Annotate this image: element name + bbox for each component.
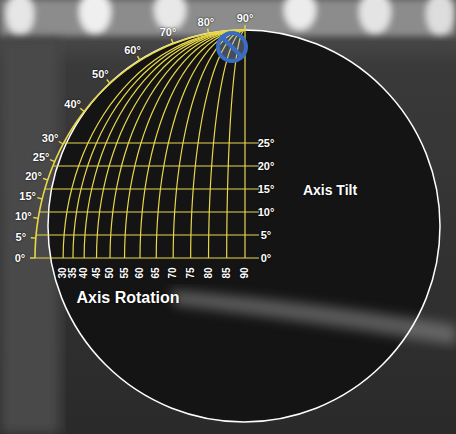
tilt-line [53,165,259,166]
tilt-line [45,188,259,189]
arc-tick [33,217,38,219]
arc-angle-label: 30° [42,133,59,144]
rotation-line [73,30,245,258]
ball-disc [48,30,440,422]
rotation-value-label: 85 [222,267,232,278]
arc-tick [244,25,245,30]
arc-angle-label: 0° [15,253,26,264]
rotation-value-label: 70 [168,267,178,278]
rotation-line [63,30,245,258]
tilt-value-label: 25° [258,138,275,149]
arc-tick [171,39,173,44]
arc-tick [43,178,48,180]
rotation-value-label: 40 [79,267,89,278]
rotation-line [244,30,245,258]
arc-angle-label: 50° [92,69,109,80]
lane-reflection [170,290,456,345]
rotation-value-label: 50 [105,267,115,278]
axis-tilt-title: Axis Tilt [303,183,357,197]
arc-angle-label: 90° [237,13,254,24]
rotation-line [110,30,245,258]
rotation-value-label: 80 [204,267,214,278]
rotation-line [209,30,245,258]
arc-tick [59,142,63,145]
tilt-line [39,211,259,212]
rotation-line [227,30,245,258]
arc-angle-label: 15° [19,190,36,201]
rotation-line [173,30,245,258]
arc-tick [37,198,42,199]
rotation-line [140,30,245,258]
arc-tick [31,237,36,239]
no-symbol [218,33,246,61]
rotation-value-label: 90 [240,267,250,278]
arc-tick [207,29,209,34]
arc-angle-label: 25° [33,151,50,162]
arc-tick [30,257,35,258]
rotation-value-label: 55 [120,267,130,278]
tilt-line [64,142,259,143]
arc-angle-label: 40° [64,98,81,109]
arc-angle-label: 5° [16,232,27,243]
arc-angle-label: 80° [198,16,215,27]
arc-tick [50,160,55,162]
tilt-line [35,257,259,258]
arc-tick [107,80,110,84]
axis-rotation-title: Axis Rotation [76,290,179,306]
rotation-line [156,30,245,258]
rotation-value-label: 65 [151,267,161,278]
tilt-value-label: 0° [261,253,272,264]
rotation-value-label: 60 [135,267,145,278]
tilt-value-label: 20° [258,161,275,172]
arc-tick [138,56,141,60]
ball-outline [48,30,440,422]
tilt-value-label: 5° [261,230,272,241]
rotation-line [84,30,245,258]
arc-angle-label: 60° [124,45,141,56]
rotation-value-label: 75 [186,267,196,278]
arc-angle-label: 70° [160,27,177,38]
tilt-line [36,234,259,235]
rotation-line [191,30,245,258]
arc-angle-label: 10° [15,211,32,222]
rotation-value-label: 45 [92,267,102,278]
grid-arc [35,30,245,258]
arc-angle-label: 20° [25,170,42,181]
rotation-value-label: 30 [58,267,68,278]
tilt-value-label: 15° [258,184,275,195]
rotation-line [125,30,245,258]
tilt-value-label: 10° [258,207,275,218]
rotation-value-label: 35 [68,267,78,278]
rotation-line [97,30,245,258]
